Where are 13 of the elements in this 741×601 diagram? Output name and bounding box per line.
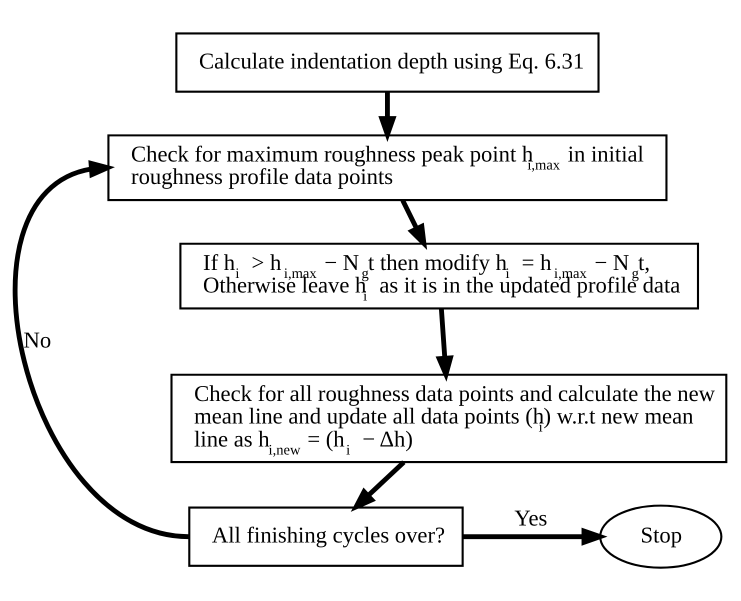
node-box: Check for maximum roughness peak point h$_{i,max}$ in initial roughness profile data points: [107, 134, 668, 202]
node-box: All finishing cycles over?: [188, 506, 464, 567]
node-box: If h$_{i}$ > h$_{i,max}$ − N$_{g}$t then modify h$_{i}$ = h$_{i,max}$ − N$_{g}$t, Otherwise leave h$_{i}$ as it is in the updated profile data: [179, 242, 700, 310]
arrow: [378, 92, 397, 142]
edge-label: No: [24, 328, 52, 353]
arrow: [463, 528, 608, 546]
node-ellipse: Stop: [599, 504, 722, 569]
node-box: Calculate indentation depth using Eq. 6.31: [175, 32, 600, 93]
arrow: [400, 199, 428, 250]
arrow: [350, 460, 406, 512]
arrow: [436, 308, 454, 382]
arrow: [13, 160, 189, 540]
edge-label: Yes: [514, 506, 548, 531]
